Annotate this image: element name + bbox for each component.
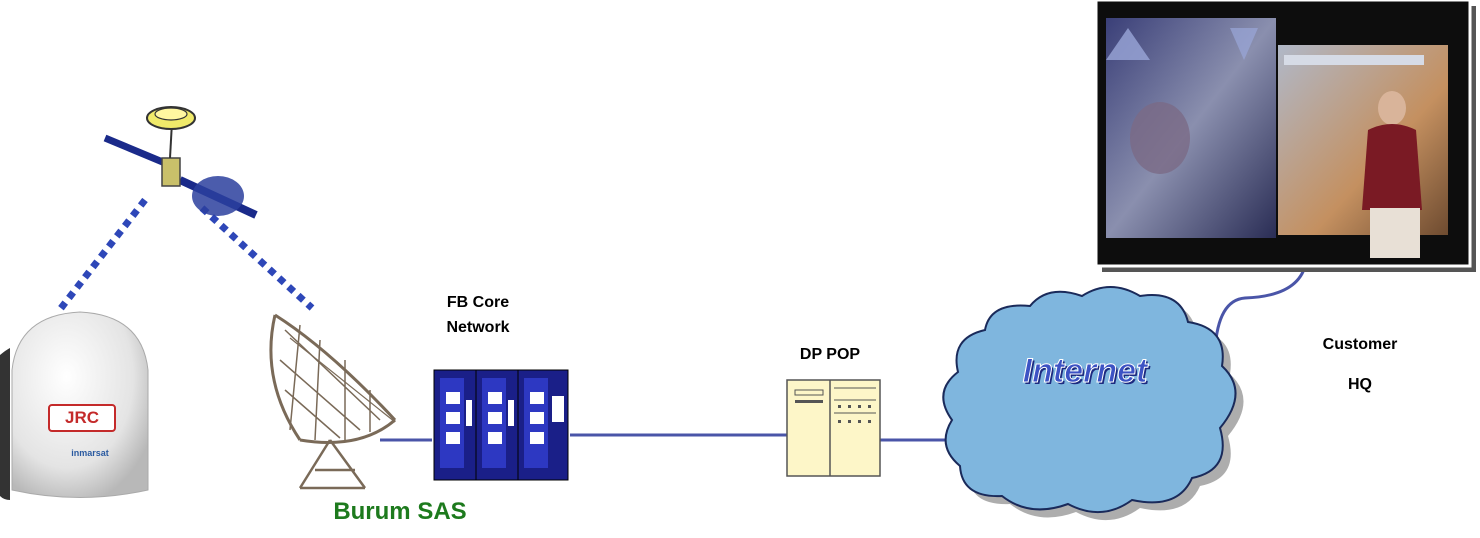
server-rack-icon-1	[433, 369, 477, 481]
fb-core-line2: Network	[446, 319, 510, 336]
link-internet-customer	[1213, 261, 1308, 351]
server-rack-icon-3	[517, 369, 569, 481]
dp-pop-server-icon	[786, 379, 881, 477]
customer-hq-label: Customer HQ	[1300, 325, 1420, 405]
fb-core-network-label: FB Core Network	[418, 290, 538, 340]
server-rack-icon-2	[475, 369, 519, 481]
inmarsat-logo: inmarsat	[71, 448, 109, 458]
customer-line2: HQ	[1348, 376, 1372, 393]
satellite-downlink-right	[199, 205, 315, 311]
customer-hq-photo	[1094, 0, 1476, 272]
ground-antenna-icon	[269, 313, 397, 490]
fb-core-line1: FB Core	[446, 294, 510, 311]
internet-cloud-icon	[942, 286, 1244, 521]
customer-line1: Customer	[1322, 336, 1398, 353]
dp-pop-label: DP POP	[799, 346, 861, 363]
jrc-logo: JRC	[48, 404, 116, 432]
satellite-downlink-left	[55, 197, 148, 315]
burum-sas-label: Burum SAS	[333, 498, 467, 525]
satellite-icon	[103, 106, 258, 219]
internet-label: Internet	[1022, 352, 1148, 391]
